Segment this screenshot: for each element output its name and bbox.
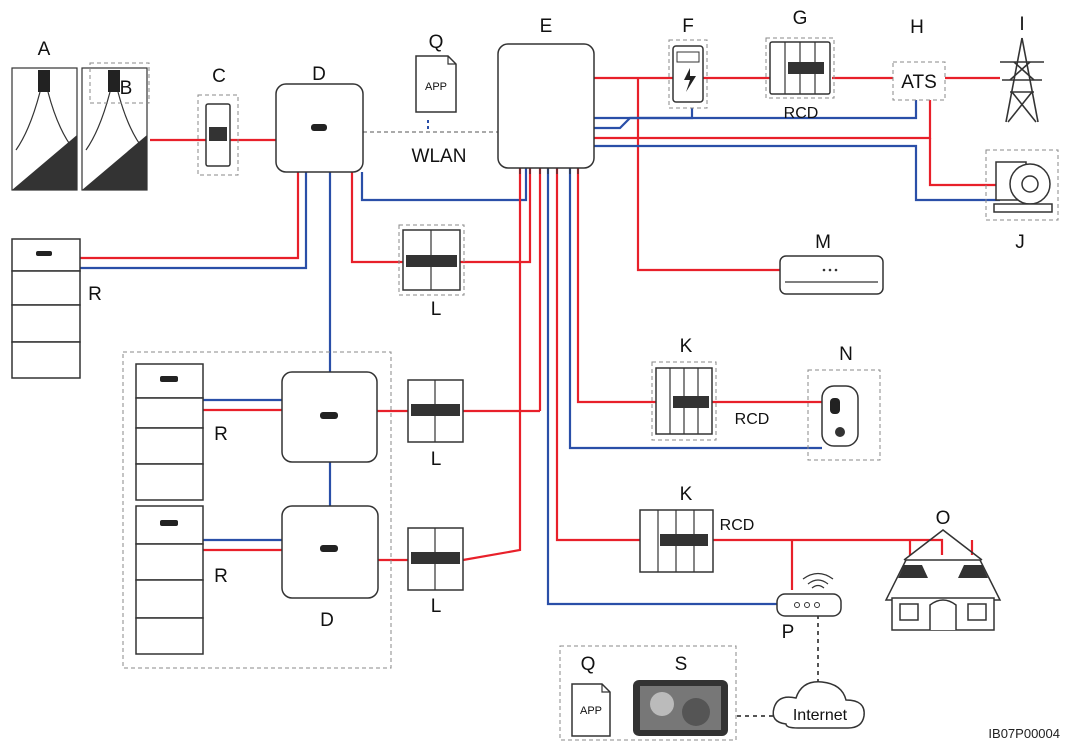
ats-h-box bbox=[892, 61, 946, 101]
battery-r1 bbox=[11, 238, 81, 379]
air-conditioner-m bbox=[779, 255, 884, 295]
label-d: D bbox=[312, 64, 326, 85]
router-p bbox=[776, 572, 842, 617]
label-r2: R bbox=[214, 424, 228, 445]
label-b: B bbox=[120, 78, 133, 99]
label-k1: K bbox=[680, 336, 693, 357]
cascade-group-outline bbox=[122, 351, 392, 669]
label-p: P bbox=[782, 622, 795, 643]
backup-box-e bbox=[497, 43, 595, 174]
label-l1: L bbox=[431, 299, 442, 320]
battery-r2 bbox=[135, 363, 204, 501]
inverter-d-secondary-1 bbox=[281, 371, 378, 463]
rcd-label-k2: RCD bbox=[720, 517, 755, 534]
label-f: F bbox=[682, 16, 694, 37]
label-q-bottom: Q bbox=[581, 654, 596, 675]
component-labels: A B C D D E F G H I J K K L L L M N O P … bbox=[38, 8, 1025, 675]
figure-id: IB07P00004 bbox=[988, 726, 1060, 741]
app-q-bottom bbox=[571, 683, 611, 737]
pv-module-a bbox=[11, 67, 148, 191]
app-label-top: APP bbox=[425, 81, 447, 93]
rcd-breaker-g bbox=[765, 37, 835, 99]
label-j: J bbox=[1015, 232, 1025, 253]
optimizer-b-outline bbox=[89, 62, 150, 104]
app-q-top bbox=[415, 55, 457, 113]
internet-cloud bbox=[772, 681, 865, 729]
label-r3: R bbox=[214, 566, 228, 587]
breaker-l2 bbox=[407, 379, 464, 443]
inverter-d-secondary-2 bbox=[281, 505, 379, 599]
ev-charger-n bbox=[807, 369, 881, 461]
label-d-secondary: D bbox=[320, 610, 334, 631]
rcd-label-g: RCD bbox=[784, 105, 819, 122]
battery-r3 bbox=[135, 505, 204, 655]
label-q-top: Q bbox=[429, 32, 444, 53]
label-g: G bbox=[793, 8, 808, 29]
label-r1: R bbox=[88, 284, 102, 305]
label-c: C bbox=[212, 66, 226, 87]
label-e: E bbox=[540, 16, 553, 37]
label-h: H bbox=[910, 17, 924, 38]
utility-grid-pylon-i bbox=[1000, 37, 1044, 123]
label-n: N bbox=[839, 344, 853, 365]
rcd-label-k1: RCD bbox=[735, 411, 770, 428]
ats-label: ATS bbox=[901, 72, 937, 93]
label-i: I bbox=[1019, 14, 1024, 35]
rcd-breaker-k2 bbox=[639, 509, 714, 573]
wlan-label: WLAN bbox=[412, 146, 467, 167]
inverter-d bbox=[275, 83, 364, 173]
annotation-texts: WLAN ATS RCD RCD RCD APP APP Internet IB… bbox=[412, 72, 1060, 741]
dc-switch-c bbox=[197, 94, 239, 176]
label-l3: L bbox=[431, 596, 442, 617]
wiring bbox=[80, 76, 1000, 717]
house-load-o bbox=[884, 529, 1002, 631]
generator-j bbox=[985, 149, 1059, 221]
internet-label: Internet bbox=[793, 707, 848, 724]
app-label-bottom: APP bbox=[580, 705, 602, 717]
label-a: A bbox=[38, 39, 51, 60]
label-s: S bbox=[675, 654, 688, 675]
smart-meter-f bbox=[668, 39, 708, 109]
label-o: O bbox=[936, 508, 951, 529]
label-m: M bbox=[815, 232, 831, 253]
monitoring-group-outline bbox=[559, 645, 737, 741]
rcd-breaker-k1 bbox=[651, 361, 717, 441]
breaker-l3 bbox=[407, 527, 464, 591]
label-k2: K bbox=[680, 484, 693, 505]
display-s bbox=[633, 680, 728, 736]
breaker-l1 bbox=[398, 224, 465, 296]
label-l2: L bbox=[431, 449, 442, 470]
